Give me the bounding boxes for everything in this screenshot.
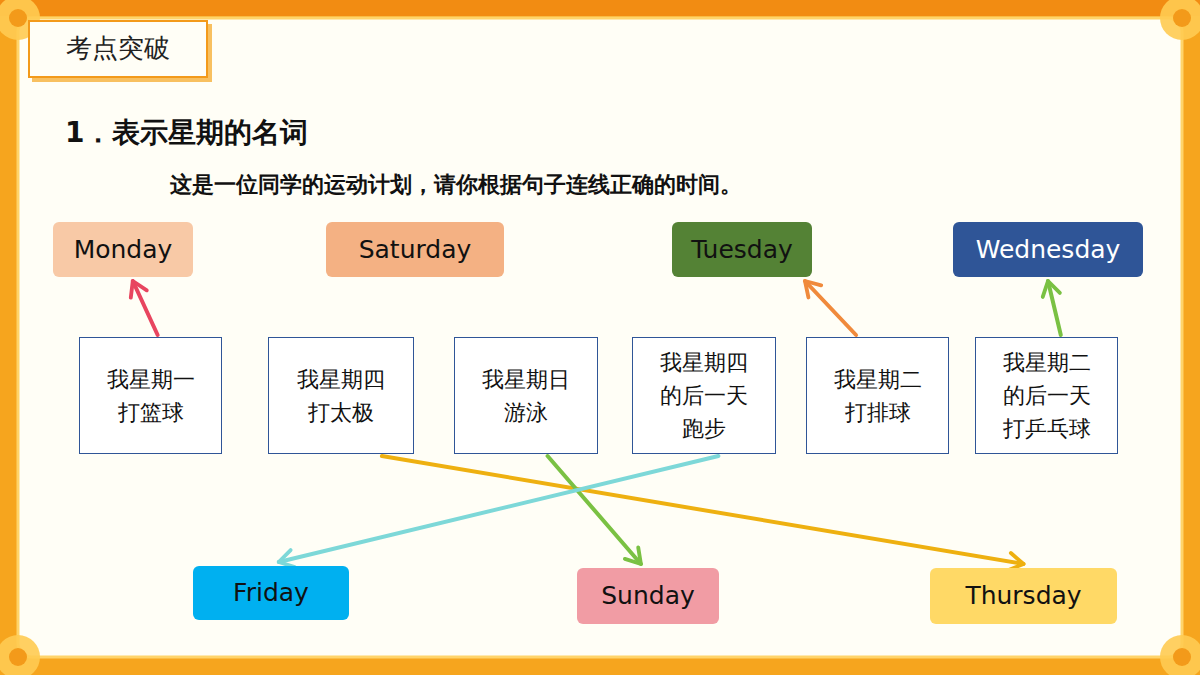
box-label: Wednesday [976,235,1121,265]
day-box: Tuesday [672,222,812,277]
section-tab: 考点突破 [28,20,208,78]
sentence-box: 我星期一 打篮球 [79,337,222,454]
day-box: Saturday [326,222,504,277]
match-arrow [133,281,158,335]
heading: 1．表示星期的名词 [65,114,308,152]
match-arrow [548,456,641,564]
sentence-text: 我星期一 打篮球 [101,363,201,429]
day-box: Wednesday [953,222,1143,277]
box-label: Tuesday [691,235,793,265]
match-arrow [382,456,1024,564]
sentence-text: 我星期日 游泳 [476,363,576,429]
box-label: Thursday [965,581,1081,611]
box-label: Friday [233,578,309,608]
box-label: 考点突破 [66,33,170,64]
match-arrow [805,281,856,335]
sentence-box: 我星期二 打排球 [806,337,949,454]
box-label: Saturday [359,235,472,265]
match-arrow [279,456,719,562]
sentence-box: 我星期二 的后一天 打乒乓球 [975,337,1118,454]
sentence-text: 我星期四 打太极 [291,363,391,429]
box-label: Sunday [601,581,695,611]
sentence-text: 我星期二 打排球 [828,363,928,429]
sentence-box: 我星期四 的后一天 跑步 [632,337,776,454]
day-box: Sunday [577,568,719,624]
day-box: Friday [193,566,349,620]
instruction: 这是一位同学的运动计划，请你根据句子连线正确的时间。 [170,170,742,200]
day-box: Thursday [930,568,1117,624]
sentence-text: 我星期四 的后一天 跑步 [654,346,754,445]
sentence-box: 我星期四 打太极 [268,337,414,454]
match-arrow [1048,281,1061,335]
box-label: Monday [74,235,173,265]
sentence-text: 我星期二 的后一天 打乒乓球 [997,346,1097,445]
sentence-box: 我星期日 游泳 [454,337,598,454]
day-box: Monday [53,222,193,277]
